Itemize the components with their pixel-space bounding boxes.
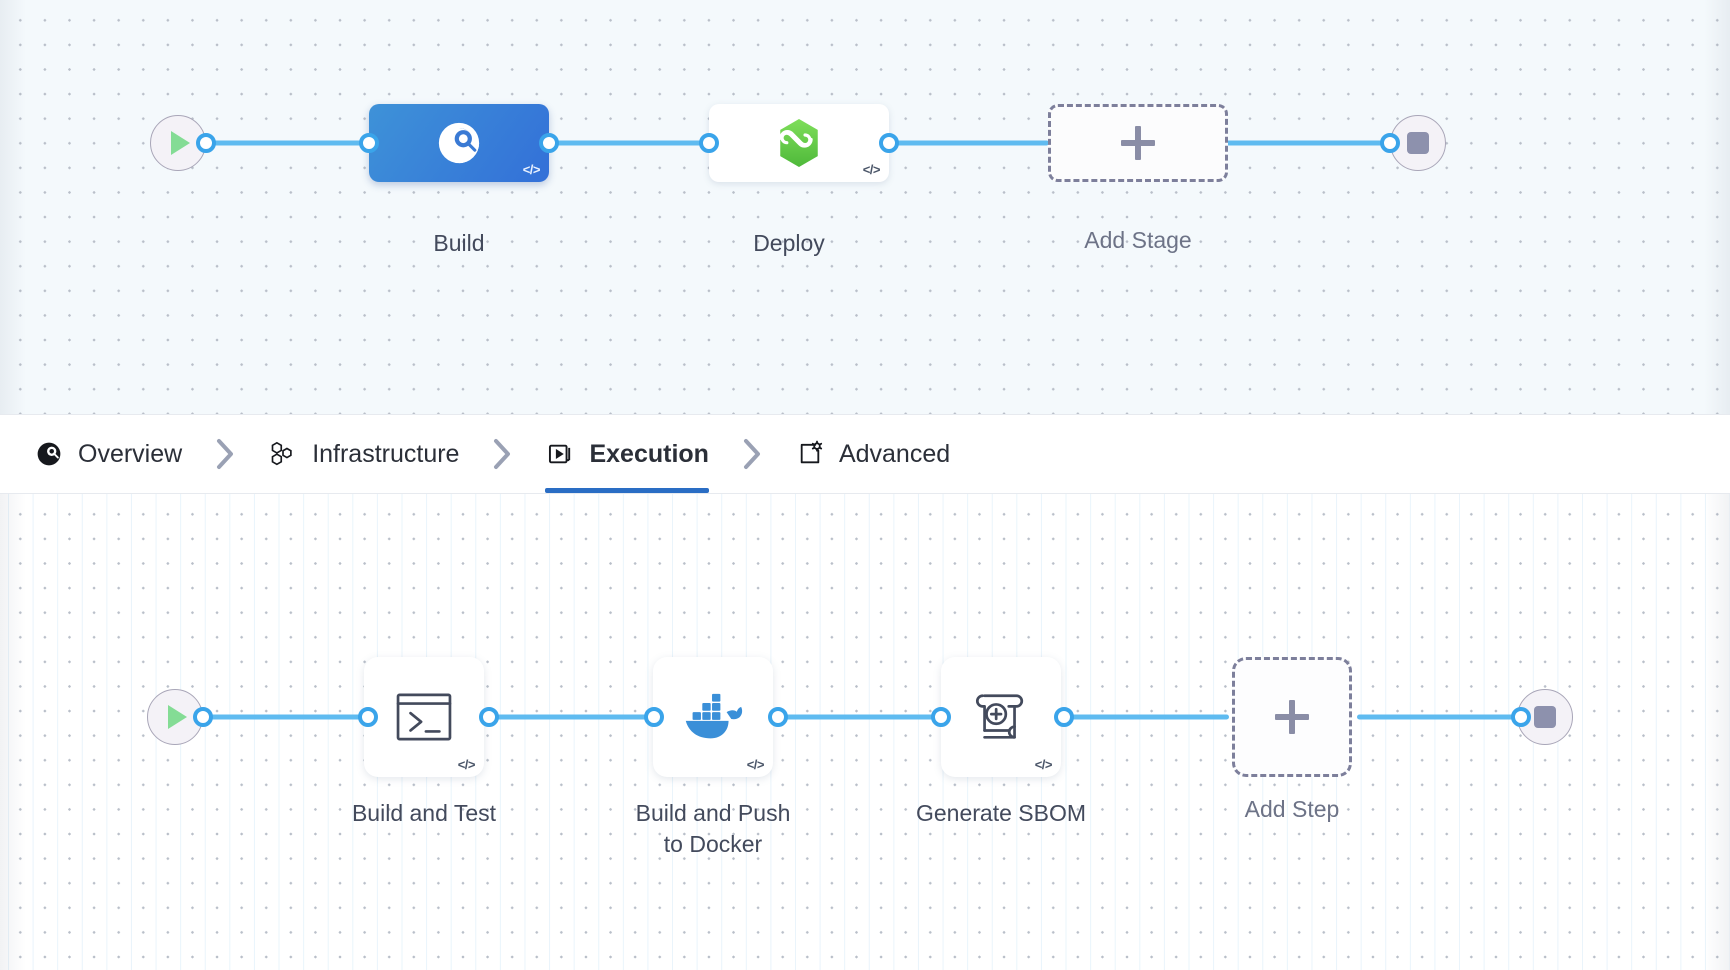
code-badge-icon: </> [522,162,541,177]
plus-icon [1121,126,1155,160]
port-deploy-out[interactable] [879,133,899,153]
port-deploy-in[interactable] [699,133,719,153]
connector-deploy-addstage[interactable] [889,140,1049,146]
connector-start-build[interactable] [206,140,368,146]
stage-config-tabs: Overview Infrastructure [0,414,1730,494]
stage-label-deploy: Deploy [753,230,825,256]
connector-start-buildtest[interactable] [203,714,368,720]
docker-icon [685,693,743,739]
pipeline-end-node[interactable] [1390,115,1446,171]
step-node-build-and-test[interactable]: </> [364,657,484,777]
play-icon [171,131,190,155]
hexagons-icon [268,439,298,469]
step-label-build-and-test: Build and Test [351,800,497,826]
tab-overview[interactable]: Overview [34,415,182,493]
canvas-right-shadow [1704,0,1730,414]
sbom-scroll-icon [975,694,1024,739]
add-step-button[interactable] [1232,657,1352,777]
port-docker-out[interactable] [768,707,788,727]
tab-label-infrastructure: Infrastructure [312,439,460,468]
canvas-left-shadow [0,494,26,970]
chevron-right-icon [459,415,545,493]
port-start-out[interactable] [196,133,216,153]
connector-buildtest-docker[interactable] [489,714,654,720]
chevron-right-icon [709,415,795,493]
port-step-end-in[interactable] [1511,707,1531,727]
port-build-in[interactable] [359,133,379,153]
connector-sbom-addstep[interactable] [1064,714,1229,720]
terminal-icon [396,693,452,741]
add-stage-button[interactable] [1048,104,1228,182]
port-sbom-out[interactable] [1054,707,1074,727]
box-gear-icon [795,439,825,469]
port-build-out[interactable] [539,133,559,153]
code-badge-icon: </> [862,162,881,177]
add-step-label: Add Step [1244,796,1340,822]
tab-label-advanced: Advanced [838,439,951,468]
connector-addstep-end[interactable] [1357,714,1522,720]
stage-label-build: Build [433,230,485,256]
tab-advanced[interactable]: Advanced [795,415,950,493]
step-node-build-and-push-to-docker[interactable]: </> [653,657,773,777]
canvas-left-shadow [0,0,26,414]
port-docker-in[interactable] [644,707,664,727]
port-sbom-in[interactable] [931,707,951,727]
step-canvas[interactable]: </> Build and Test </> Build and Push to… [0,494,1730,970]
play-box-icon [545,439,575,469]
tab-execution[interactable]: Execution [545,415,710,493]
connector-addstage-end[interactable] [1225,140,1385,146]
canvas-right-shadow [1704,494,1730,970]
plus-icon [1275,700,1309,734]
chevron-right-icon [182,415,268,493]
connector-build-deploy[interactable] [549,140,709,146]
code-badge-icon: </> [457,757,476,772]
tab-infrastructure[interactable]: Infrastructure [268,415,459,493]
code-badge-icon: </> [746,757,765,772]
tab-label-overview: Overview [78,439,183,468]
step-label-generate-sbom: Generate SBOM [915,800,1087,826]
port-step-start-out[interactable] [193,707,213,727]
step-label-build-and-push-to-docker: Build and Push to Docker [635,800,791,857]
add-stage-label: Add Stage [1084,227,1192,253]
port-buildtest-out[interactable] [479,707,499,727]
port-buildtest-in[interactable] [358,707,378,727]
stage-canvas[interactable]: </> Build </> Deploy Add Stage [0,0,1730,414]
harness-cd-icon [779,119,818,167]
harness-ci-icon [438,122,480,164]
stop-icon [1407,132,1429,154]
tab-label-execution: Execution [589,439,709,468]
stage-node-build[interactable]: </> [369,104,549,182]
play-icon [168,705,187,729]
port-end-in[interactable] [1380,133,1400,153]
code-badge-icon: </> [1034,757,1053,772]
harness-ci-icon [34,439,64,469]
stage-node-deploy[interactable]: </> [709,104,889,182]
connector-docker-sbom[interactable] [778,714,941,720]
stop-icon [1534,706,1556,728]
step-node-generate-sbom[interactable]: </> [941,657,1061,777]
